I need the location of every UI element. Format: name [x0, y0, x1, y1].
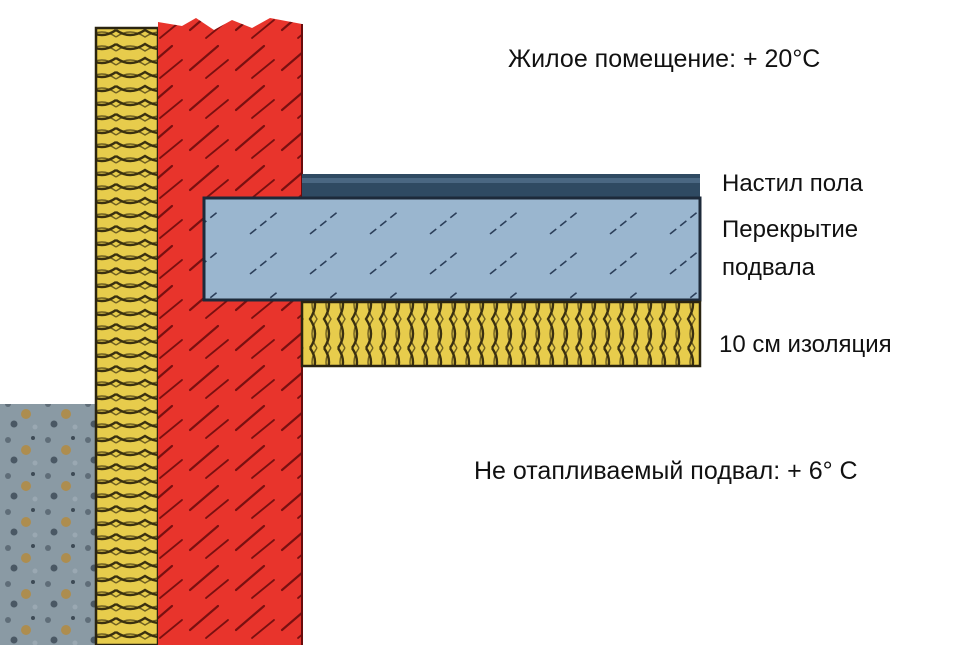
living-room-label: Жилое помещение: + 20°С	[508, 45, 821, 73]
insulation-label: 10 см изоляция	[719, 331, 892, 358]
brick-wall	[158, 18, 303, 645]
basement-slab-label-line1: Перекрытие	[722, 216, 859, 243]
basement-label: Не отапливаемый подвал: + 6° С	[474, 457, 858, 485]
ground-gravel	[0, 404, 108, 645]
floor-covering-label: Настил пола	[722, 170, 863, 197]
wall-insulation	[94, 26, 160, 645]
basement-slab-label: Перекрытие подвала	[722, 211, 858, 287]
basement-slab-label-line2: подвала	[722, 254, 815, 281]
basement-slab	[202, 196, 702, 302]
slab-insulation	[300, 300, 702, 368]
floor-covering-layer	[302, 174, 700, 198]
